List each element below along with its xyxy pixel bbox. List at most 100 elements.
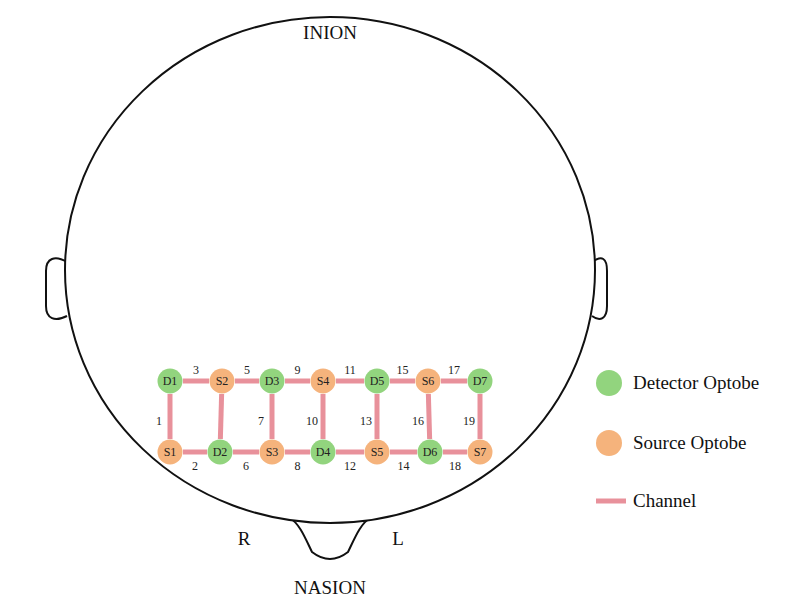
channel-number: 2: [192, 459, 198, 474]
legend-swatch-frame: [593, 486, 627, 516]
optode-label: D1: [157, 368, 183, 394]
optode-label: D5: [364, 368, 390, 394]
channel-number: 7: [258, 413, 264, 428]
optode-label: D7: [467, 368, 493, 394]
channel-line: [443, 450, 467, 455]
optode-label: S7: [467, 439, 493, 465]
optode-circle: [260, 440, 285, 465]
detector-optode: D5: [364, 368, 390, 394]
optode-label: S1: [157, 439, 183, 465]
head-outline: [65, 17, 595, 523]
source-optode: S2: [209, 368, 235, 394]
channel-line: [168, 394, 173, 439]
optode-label: S3: [259, 439, 285, 465]
source-optode: S7: [467, 439, 493, 465]
right-ear: [46, 258, 67, 319]
source-optode: S5: [364, 439, 390, 465]
optode-label: S5: [364, 439, 390, 465]
legend-swatch-frame: [593, 368, 627, 398]
optode-circle: [260, 369, 285, 394]
channel-number: 15: [397, 363, 409, 378]
legend-item: Source Optobe: [593, 428, 746, 458]
optode-label: D3: [259, 368, 285, 394]
optode-label: S2: [209, 368, 235, 394]
source-optode: S1: [157, 439, 183, 465]
source-optode: S4: [310, 368, 336, 394]
optode-label: D6: [417, 439, 443, 465]
optode-circle: [158, 440, 183, 465]
channel-number: 6: [243, 459, 249, 474]
channel-number: 12: [344, 459, 356, 474]
channel-line: [183, 450, 207, 455]
channel-line: [235, 379, 259, 384]
nose: [290, 518, 370, 559]
channel-line: [233, 450, 259, 455]
detector-optode: D1: [157, 368, 183, 394]
landmark-label: NASION: [294, 577, 366, 599]
optode-circle: [365, 440, 390, 465]
channel-number: 17: [448, 363, 460, 378]
legend-swatch: [596, 430, 622, 456]
channel-number: 14: [398, 459, 410, 474]
optode-label: D2: [207, 439, 233, 465]
channel-line: [375, 394, 380, 439]
channel-line: [390, 379, 415, 384]
legend-text: Detector Optobe: [633, 372, 759, 394]
detector-optode: D4: [310, 439, 336, 465]
optode-circle: [416, 369, 441, 394]
legend-swatch-frame: [593, 428, 627, 458]
channel-line: [478, 394, 483, 439]
channel-number: 16: [412, 413, 424, 428]
side-label: R: [238, 528, 251, 550]
source-optode: S6: [415, 368, 441, 394]
optode-circle: [311, 369, 336, 394]
source-optode: S3: [259, 439, 285, 465]
optode-circle: [210, 369, 235, 394]
optode-circle: [158, 369, 183, 394]
detector-optode: D3: [259, 368, 285, 394]
channel-number: 10: [306, 413, 318, 428]
channel-number: 1: [156, 413, 162, 428]
optode-label: S4: [310, 368, 336, 394]
detector-optode: D2: [207, 439, 233, 465]
optode-circle: [365, 369, 390, 394]
channel-line: [441, 379, 467, 384]
side-label: L: [392, 528, 404, 550]
optode-circle: [468, 369, 493, 394]
channel-line: [220, 394, 221, 439]
channel-line: [336, 450, 364, 455]
channel-line: [336, 379, 364, 384]
channel-line: [428, 394, 429, 439]
optode-circle: [311, 440, 336, 465]
channel-number: 18: [449, 459, 461, 474]
channel-line: [183, 379, 209, 384]
legend-text: Channel: [633, 490, 696, 512]
optode-circle: [468, 440, 493, 465]
legend-item: Channel: [593, 486, 696, 516]
channel-number: 8: [295, 459, 301, 474]
optode-circle: [418, 440, 443, 465]
legend-item: Detector Optobe: [593, 368, 759, 398]
channel-line: [321, 394, 326, 439]
detector-optode: D7: [467, 368, 493, 394]
legend-line-sample: [596, 499, 626, 504]
optode-label: S6: [415, 368, 441, 394]
channel-number: 9: [295, 363, 301, 378]
channel-line: [270, 394, 275, 439]
detector-optode: D6: [417, 439, 443, 465]
channel-number: 19: [463, 413, 475, 428]
channel-line: [285, 379, 310, 384]
optode-label: D4: [310, 439, 336, 465]
legend-swatch: [596, 370, 622, 396]
channel-line: [285, 450, 310, 455]
channel-number: 5: [244, 363, 250, 378]
landmark-label: INION: [303, 22, 357, 44]
channel-number: 13: [360, 413, 372, 428]
channel-number: 11: [344, 363, 356, 378]
channel-line: [390, 450, 417, 455]
legend-text: Source Optobe: [633, 432, 746, 454]
channel-number: 3: [193, 363, 199, 378]
optode-circle: [208, 440, 233, 465]
